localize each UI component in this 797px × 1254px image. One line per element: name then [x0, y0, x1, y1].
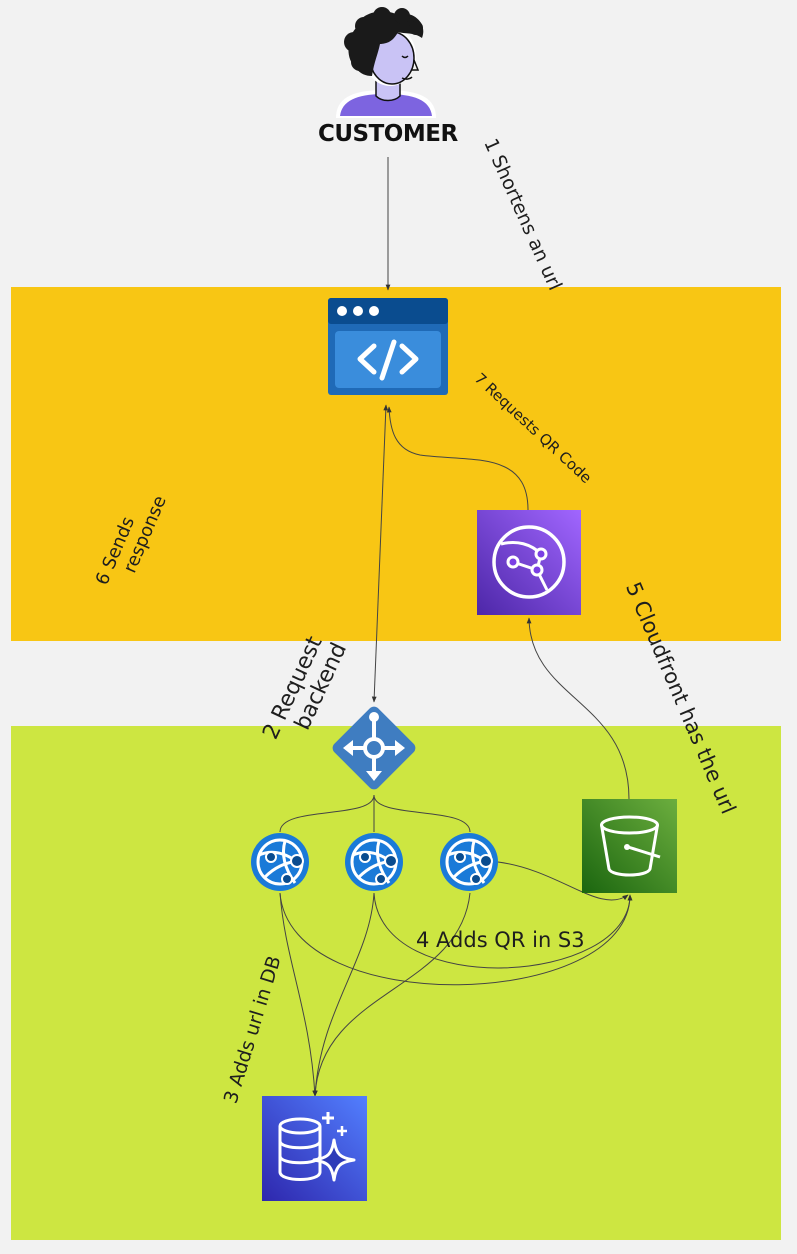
database-sparkle-icon: [262, 1096, 367, 1201]
connector-server3-to-db: [312, 892, 471, 1097]
load-balancer-icon: [332, 706, 416, 790]
app-service-icon: [440, 833, 498, 891]
app-service-icon: [251, 833, 309, 891]
connector-server1-to-db: [279, 892, 318, 1097]
connector-server2-to-s3: [373, 892, 633, 969]
s3-bucket-icon: [582, 799, 677, 893]
connector-lb-to-server3: [373, 794, 471, 833]
connector-server2-to-db: [312, 892, 375, 1097]
cloudfront-distribution-icon: [477, 510, 581, 615]
person-avatar-icon: [336, 7, 436, 118]
connector-server3-to-s3: [497, 861, 629, 901]
app-service-icon: [345, 833, 403, 891]
customer-label: CUSTOMER: [318, 121, 458, 147]
connector-s3-to-cloudfront: [526, 617, 630, 800]
web-app-code-icon: [328, 298, 448, 395]
connector-lb-to-server1: [279, 794, 375, 833]
connector-cloudfront-to-webapp: [386, 406, 529, 511]
connector-webapp-loadbalancer: [371, 404, 389, 703]
step4-label: 4 Adds QR in S3: [416, 928, 585, 952]
